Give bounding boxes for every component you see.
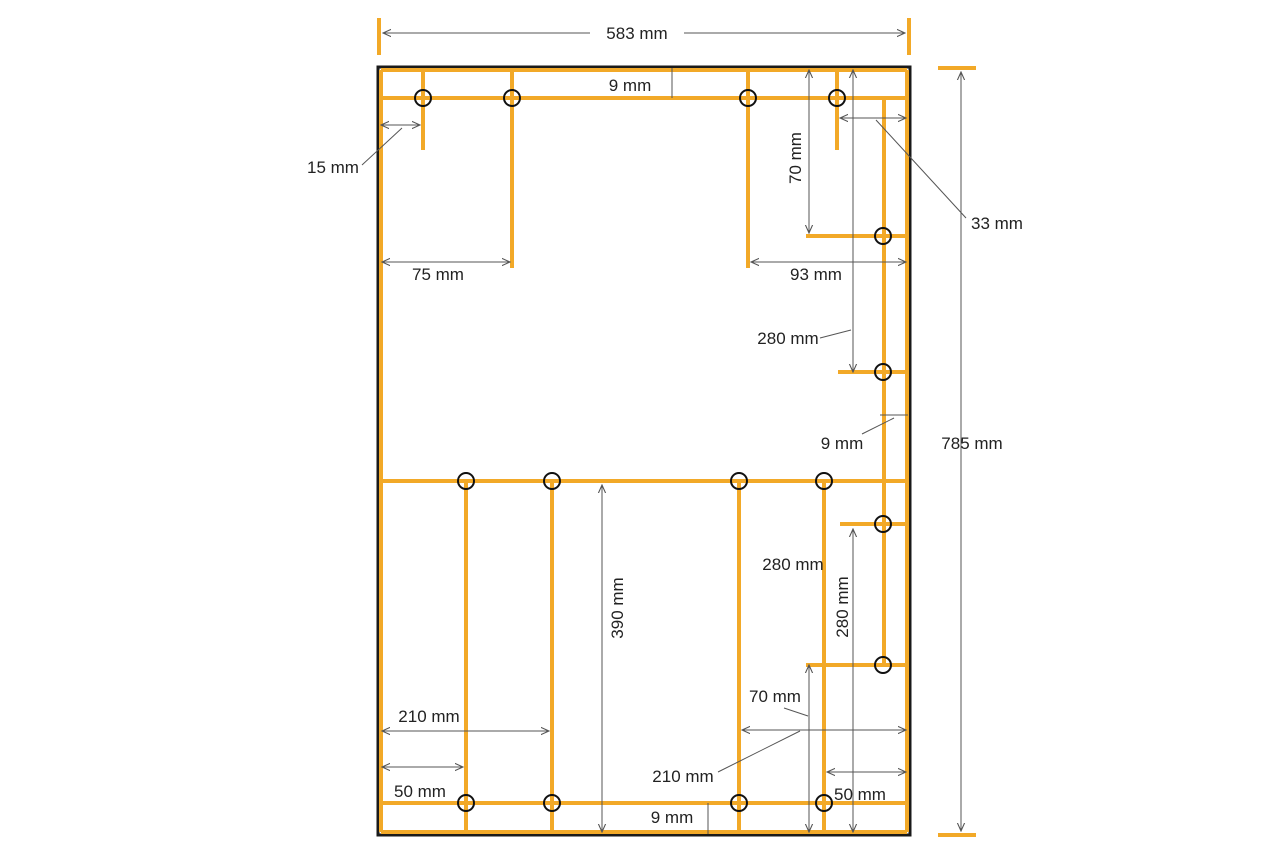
- bottom-right-210-label: 210 mm: [652, 767, 713, 786]
- edge-offset-leader: [361, 127, 403, 166]
- right-offset-leader: [875, 119, 967, 219]
- hole: [874, 515, 892, 533]
- bottom-right-210-leader: [717, 730, 801, 773]
- hole: [739, 89, 757, 107]
- bottom-right-50-label: 50 mm: [834, 785, 886, 804]
- right-gap-label: 9 mm: [821, 434, 864, 453]
- hole: [543, 472, 561, 490]
- holes: [414, 89, 892, 812]
- bottom-left-210-label: 210 mm: [398, 707, 459, 726]
- hole: [503, 89, 521, 107]
- right-upper-leader: [819, 329, 852, 339]
- overall-width-label: 583 mm: [606, 24, 667, 43]
- right-gap-leader: [861, 417, 895, 435]
- left-slot-label: 75 mm: [412, 265, 464, 284]
- slot-depth-label: 70 mm: [786, 132, 805, 184]
- edge-offset-label: 15 mm: [307, 158, 359, 177]
- hole: [815, 794, 833, 812]
- right-offset-label: 33 mm: [971, 214, 1023, 233]
- hole: [414, 89, 432, 107]
- right-slot-label: 93 mm: [790, 265, 842, 284]
- board-outline: [376, 65, 912, 837]
- overall-height-label: 785 mm: [941, 434, 1002, 453]
- dimension-labels: 583 mm 785 mm 9 mm 15 mm 75 mm 93 mm 70 …: [307, 24, 1023, 827]
- right-upper-span-label: 280 mm: [757, 329, 818, 348]
- hole: [457, 794, 475, 812]
- hole: [828, 89, 846, 107]
- hole: [874, 363, 892, 381]
- center-span-label: 390 mm: [608, 577, 627, 638]
- hole: [730, 472, 748, 490]
- hole: [543, 794, 561, 812]
- hole: [874, 656, 892, 674]
- right-lower-span-label: 280 mm: [762, 555, 823, 574]
- dimension-lines: [361, 18, 976, 837]
- hole: [815, 472, 833, 490]
- bottom-left-50-label: 50 mm: [394, 782, 446, 801]
- right-lower-span-vertical-label: 280 mm: [833, 576, 852, 637]
- top-gap-label: 9 mm: [609, 76, 652, 95]
- bottom-right-70-leader: [783, 707, 809, 717]
- hole: [730, 794, 748, 812]
- bottom-gap-label: 9 mm: [651, 808, 694, 827]
- hole: [457, 472, 475, 490]
- bottom-right-70-label: 70 mm: [749, 687, 801, 706]
- hole: [874, 227, 892, 245]
